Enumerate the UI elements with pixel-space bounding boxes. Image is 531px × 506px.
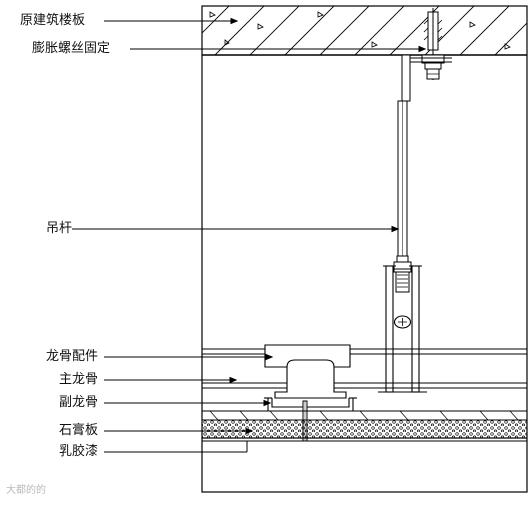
leader-secondary-keel-arrow — [263, 399, 272, 407]
section-frame — [201, 5, 528, 493]
hanger-clip — [378, 265, 427, 393]
leader-main-keel-arrow — [229, 376, 238, 384]
threaded-end — [393, 255, 412, 293]
label-keel-fitting: 龙骨配件 — [46, 349, 99, 364]
leader-anchor-arrow — [418, 45, 427, 53]
label-latex-paint: 乳胶漆 — [59, 444, 99, 459]
label-main-keel: 主龙骨 — [59, 372, 99, 387]
concrete-slab — [202, 6, 527, 56]
label-hanger-rod: 吊杆 — [46, 221, 73, 236]
leader-lines — [72, 17, 427, 453]
expansion-anchor — [421, 8, 445, 80]
watermark: 大都的的 — [6, 485, 46, 496]
gypsum-board — [202, 410, 527, 442]
secondary-keel — [264, 397, 357, 412]
label-secondary-keel: 副龙骨 — [59, 395, 99, 410]
leader-slab-arrow — [230, 17, 239, 25]
leader-fitting-arrow — [265, 353, 274, 361]
main-keel — [202, 348, 527, 389]
label-anchor: 膨胀螺丝固定 — [32, 41, 111, 56]
label-slab: 原建筑楼板 — [20, 13, 86, 28]
label-gypsum-board: 石膏板 — [59, 423, 99, 438]
leader-rod-arrow — [391, 225, 400, 233]
keel-fitting — [264, 344, 351, 399]
leader-gypsum-arrow — [245, 427, 254, 435]
hanger-rod — [397, 100, 408, 262]
